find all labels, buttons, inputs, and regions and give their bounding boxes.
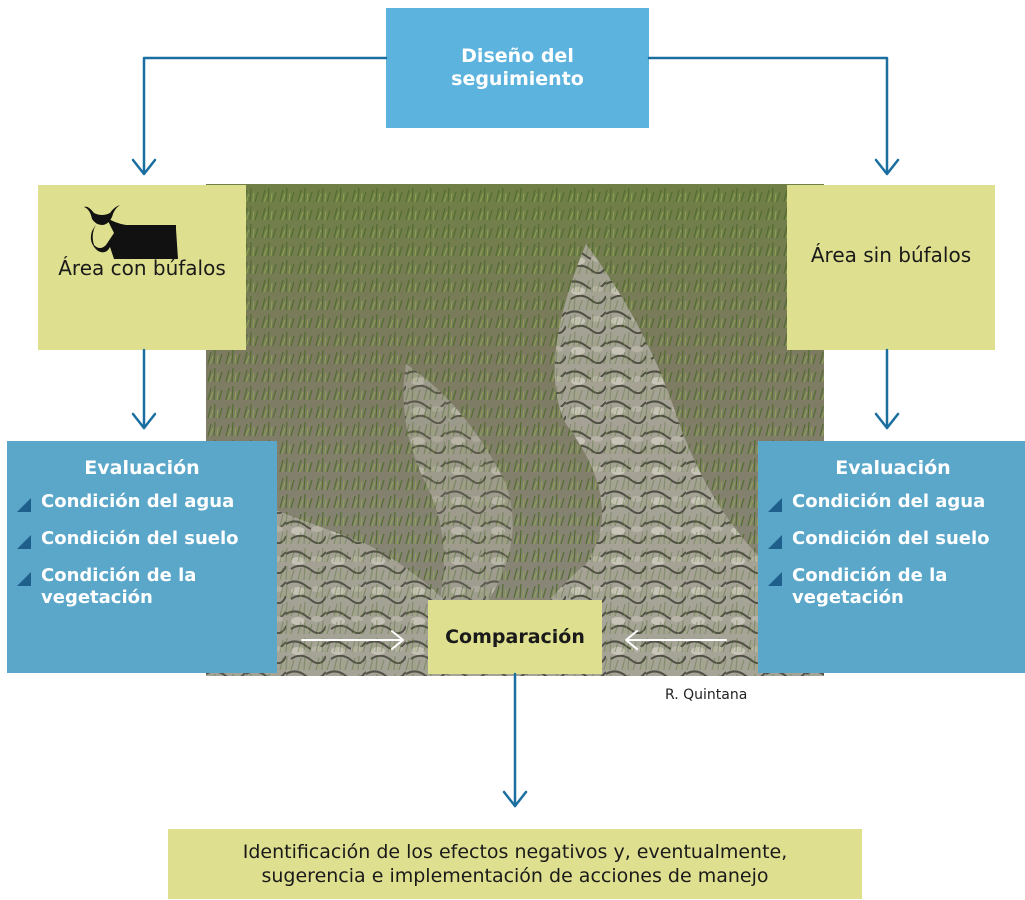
evaluation-left-item: Condición del agua (17, 491, 277, 513)
arrowhead-down-icon (874, 158, 900, 176)
area-without-buffalo-box: Área sin búfalos (787, 185, 995, 350)
evaluation-right-item: Condición de la vegetación (768, 565, 1025, 609)
arrowhead-left-icon (625, 630, 638, 650)
evaluation-right-box: Evaluación Condición del agua Condición … (758, 441, 1025, 673)
arrowhead-down-icon (874, 412, 900, 430)
evaluation-left-item: Condición de la vegetación (17, 565, 277, 609)
buffalo-icon (84, 205, 178, 259)
connector-top-right (647, 56, 889, 174)
triangle-bullet-icon (17, 498, 31, 512)
monitoring-design-label: Diseño del seguimiento (451, 45, 584, 90)
arrowhead-right-icon (391, 630, 404, 650)
triangle-bullet-icon (768, 498, 782, 512)
triangle-bullet-icon (768, 572, 782, 586)
comparison-label: Comparación (445, 626, 585, 648)
evaluation-left-item: Condición del suelo (17, 528, 277, 550)
connector-top-left (142, 56, 388, 174)
evaluation-right-item-label: Condición de la vegetación (792, 565, 948, 608)
result-box: Identificación de los efectos negativos … (168, 829, 862, 899)
evaluation-right-item-label: Condición del suelo (792, 528, 990, 549)
evaluation-right-item-label: Condición del agua (792, 491, 986, 512)
area-without-buffalo-label: Área sin búfalos (810, 243, 972, 267)
evaluation-left-item-label: Condición del agua (41, 491, 235, 512)
evaluation-right-title: Evaluación (835, 457, 951, 479)
result-label: Identificación de los efectos negativos … (242, 841, 788, 887)
triangle-bullet-icon (17, 572, 31, 586)
comparison-box: Comparación (428, 600, 602, 674)
triangle-bullet-icon (17, 535, 31, 549)
evaluation-right-item: Condición del agua (768, 491, 1025, 513)
wetland-photo (206, 184, 824, 676)
triangle-bullet-icon (768, 535, 782, 549)
arrowhead-down-icon (131, 158, 157, 176)
area-with-buffalo-box: Área con búfalos (38, 185, 246, 350)
evaluation-left-item-label: Condición de la vegetación (41, 565, 197, 608)
evaluation-right-item: Condición del suelo (768, 528, 1025, 550)
arrowhead-down-icon (131, 412, 157, 430)
evaluation-left-title: Evaluación (84, 457, 200, 479)
evaluation-left-box: Evaluación Condición del agua Condición … (7, 441, 277, 673)
monitoring-design-box: Diseño del seguimiento (386, 8, 649, 128)
evaluation-left-item-label: Condición del suelo (41, 528, 239, 549)
arrowhead-down-icon (502, 790, 528, 808)
photo-credit: R. Quintana (665, 687, 748, 703)
area-with-buffalo-label: Área con búfalos (58, 256, 226, 280)
